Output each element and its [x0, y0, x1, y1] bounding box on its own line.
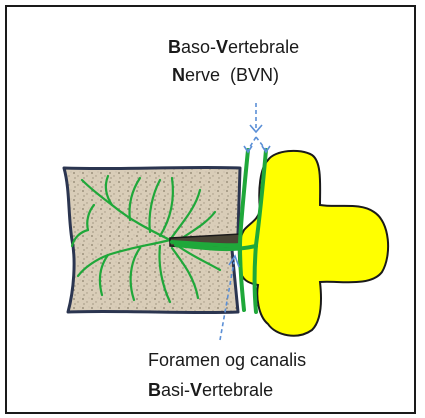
label-basivertebral-foramen: Foramen og canalis Basi-Vertebrale: [148, 349, 306, 401]
yellow-spinal-structure: [239, 151, 388, 336]
label-basovertebral-nerve: Baso-Vertebrale Nerve (BVN): [168, 36, 299, 86]
top-pointer-arrows: [244, 103, 270, 152]
top-label-line1: Baso-Vertebrale: [168, 36, 299, 58]
top-label-line2: Nerve (BVN): [172, 64, 299, 86]
bottom-label-line1: Foramen og canalis: [148, 349, 306, 371]
bottom-label-line2: Basi-Vertebrale: [148, 379, 306, 401]
